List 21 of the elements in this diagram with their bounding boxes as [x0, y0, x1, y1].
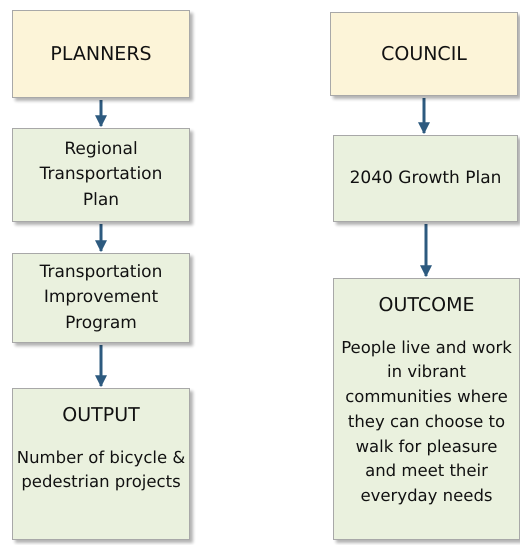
box-text: People live and work in vibrant communities where they can choose to walk for pleasure and meet their everyday needs: [340, 336, 513, 508]
box-heading: OUTPUT: [62, 403, 140, 428]
result-box: [12, 388, 190, 540]
arrow: [420, 224, 432, 278]
process-box: [333, 135, 518, 222]
box-text: Number of bicycle & pedestrian projects: [16, 446, 186, 494]
result-box: [333, 278, 520, 540]
box-text: 2040 Growth Plan: [350, 166, 502, 190]
box-text: Regional Transportation Plan: [38, 138, 164, 212]
box-heading: OUTCOME: [378, 293, 474, 318]
arrow: [95, 224, 107, 252]
arrow: [418, 98, 430, 134]
process-box: [12, 128, 190, 222]
arrow: [95, 100, 107, 128]
box-text: Transportation Improvement Program: [38, 260, 164, 335]
process-box: [12, 253, 190, 343]
arrow: [95, 345, 107, 388]
box-text: COUNCIL: [381, 42, 467, 66]
process-box: [12, 10, 190, 98]
box-text: PLANNERS: [50, 42, 152, 66]
process-box: [330, 12, 518, 96]
